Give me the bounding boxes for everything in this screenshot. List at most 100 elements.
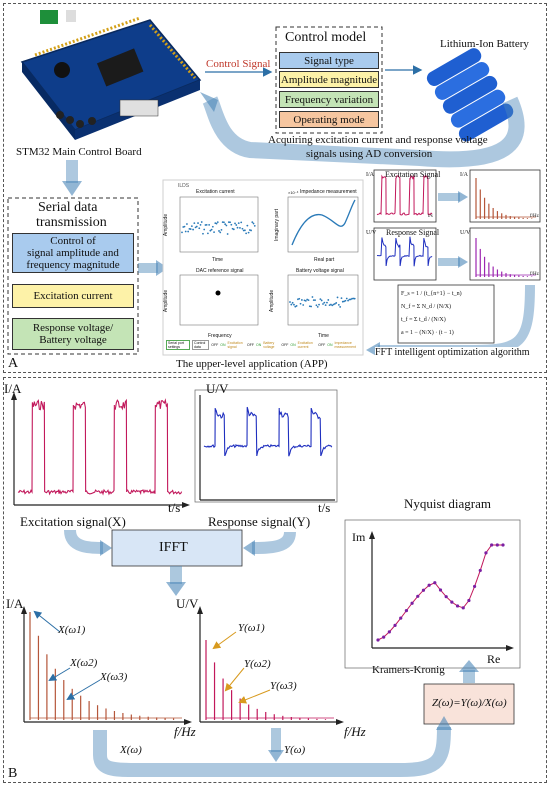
board-label: STM32 Main Control Board — [16, 146, 142, 158]
app-excitation-off[interactable]: OFF — [211, 343, 219, 347]
app-button-row: Serial port settings Control data OFF ON… — [166, 340, 362, 350]
app-ylabel-2: Imaginary part — [273, 209, 280, 241]
app-ylabel-1: Amplitude — [163, 213, 170, 237]
x-peak-2: X(ω2) — [70, 657, 98, 669]
a-f-label-1: f/Hz — [530, 214, 539, 219]
nyquist-point — [444, 595, 448, 599]
app-plot-excitation — [179, 196, 259, 253]
app-serial-settings-button[interactable]: Serial port settings — [166, 340, 191, 350]
app-impedance-on[interactable]: ON — [327, 343, 333, 347]
nyquist-point — [421, 588, 426, 592]
nyquist-point — [461, 606, 465, 610]
b-t-label-1: t/s — [168, 500, 181, 515]
serial-item-excitation: Excitation current — [12, 284, 134, 308]
b-response-ylabel: U/V — [206, 381, 229, 396]
nyquist-point — [438, 588, 443, 592]
nyquist-point — [490, 543, 494, 547]
serial-item-control-line-3: frequency magnitude — [26, 259, 120, 271]
a-spec-ua: I/A — [460, 172, 468, 178]
a-response-box — [373, 227, 437, 281]
nyquist-point — [399, 616, 403, 620]
nyquist-point — [404, 609, 409, 613]
y-peak-1: Y(ω1) — [238, 622, 265, 634]
x-peak-1: X(ω1) — [58, 624, 86, 636]
app-title-impedance: Impedance measurement — [300, 189, 357, 195]
app-xlabel-4: Time — [318, 333, 329, 339]
app-excitation-signal: Excitation signal — [227, 341, 243, 349]
b-response-caption: Response signal(Y) — [208, 514, 311, 529]
app-window — [162, 179, 364, 356]
nyquist-point — [387, 630, 391, 634]
control-item-amplitude: Amplitude magnitude — [279, 71, 379, 88]
app-current-on[interactable]: ON — [290, 343, 296, 347]
panel-b — [3, 377, 547, 783]
a-uv-label: U/V — [366, 230, 377, 236]
control-signal-label: Control Signal — [206, 58, 271, 70]
b-excitation-ylabel: I/A — [4, 381, 22, 396]
nyquist-point — [478, 568, 482, 573]
control-item-signal-type: Signal type — [279, 52, 379, 69]
app-plot-dac — [179, 274, 259, 326]
app-xlabel-2: Real part — [314, 257, 335, 263]
b-t-label-2: t/s — [318, 500, 331, 515]
serial-item-control-line-2: signal amplitude and — [27, 247, 119, 259]
app-battery-off[interactable]: OFF — [246, 343, 254, 347]
battery-label: Lithium-Ion Battery — [440, 38, 529, 50]
nyquist-point — [382, 635, 386, 639]
y-peak-3: Y(ω3) — [270, 680, 297, 692]
ifft-label: IFFT — [159, 540, 188, 555]
b-excitation-plot — [11, 392, 190, 508]
app-xlabel-1: Time — [212, 257, 223, 263]
a-excitation-spectrum — [469, 169, 541, 223]
kk-label: Kramers-Kronig — [372, 664, 445, 676]
nyquist-point — [427, 583, 431, 587]
serial-item-response-line-1: Response voltage/ — [32, 322, 114, 334]
serial-item-control-line-1: Control of — [50, 235, 96, 247]
nyquist-point — [501, 543, 505, 547]
nyquist-point — [376, 638, 380, 642]
app-header: ILDS — [178, 183, 190, 189]
app-excitation-on[interactable]: ON — [220, 343, 226, 347]
serial-title-1: Serial data — [38, 200, 98, 215]
serial-item-control: Control of signal amplitude and frequenc… — [12, 233, 134, 273]
z-formula-box — [423, 683, 515, 725]
formula-line-3: t_f = Σ t_d / (N/X) — [401, 317, 446, 323]
acquire-return-arrow — [202, 96, 525, 168]
nyquist-point — [455, 604, 460, 608]
nyquist-re-label: Re — [487, 652, 501, 666]
nyquist-point — [450, 600, 454, 604]
app-impedance-off[interactable]: OFF — [318, 343, 326, 347]
app-impedance-measurement: Impedance measurement — [334, 341, 356, 349]
b-spec-i-ylabel: I/A — [6, 596, 24, 611]
app-current-off[interactable]: OFF — [281, 343, 289, 347]
app-control-data-button[interactable]: Control data — [192, 340, 210, 350]
control-model-title: Control model — [285, 30, 367, 45]
app-battery-on[interactable]: ON — [255, 343, 262, 347]
acquire-text-1: Acquiring excitation current and respons… — [268, 134, 488, 146]
serial-item-response-line-2: Battery voltage — [39, 334, 107, 346]
a-t-label: t/s — [428, 214, 433, 219]
panel-a — [3, 3, 547, 373]
b-spec-u-ylabel: U/V — [176, 596, 199, 611]
battery-image — [426, 48, 514, 142]
app-title-excitation: Excitation current — [196, 189, 235, 195]
app-xlabel-3: Frequency — [208, 333, 232, 339]
y-omega-label: Y(ω) — [284, 744, 306, 756]
app-plot-impedance — [287, 196, 359, 253]
y-peak-2: Y(ω2) — [244, 658, 271, 670]
a-spec-uv: U/V — [460, 230, 471, 236]
nyquist-point — [472, 584, 477, 589]
serial-title-2: transmission — [36, 215, 107, 230]
z-formula: Z(ω)=Y(ω)/X(ω) — [432, 697, 507, 709]
a-excitation-title: Excitation Signal — [385, 170, 441, 179]
control-item-frequency: Frequency variation — [279, 91, 379, 108]
app-ylabel-4: Amplitude — [269, 289, 276, 313]
nyquist-point — [495, 543, 499, 547]
nyquist-title: Nyquist diagram — [404, 496, 492, 511]
a-ua-label: I/A — [366, 172, 374, 178]
app-ylabel-3: Amplitude — [163, 289, 170, 313]
x-peak-3: X(ω3) — [100, 671, 128, 683]
nyquist-plot — [344, 519, 521, 669]
panel-a-label: A — [8, 356, 19, 371]
nyquist-im-label: Im — [352, 530, 366, 544]
